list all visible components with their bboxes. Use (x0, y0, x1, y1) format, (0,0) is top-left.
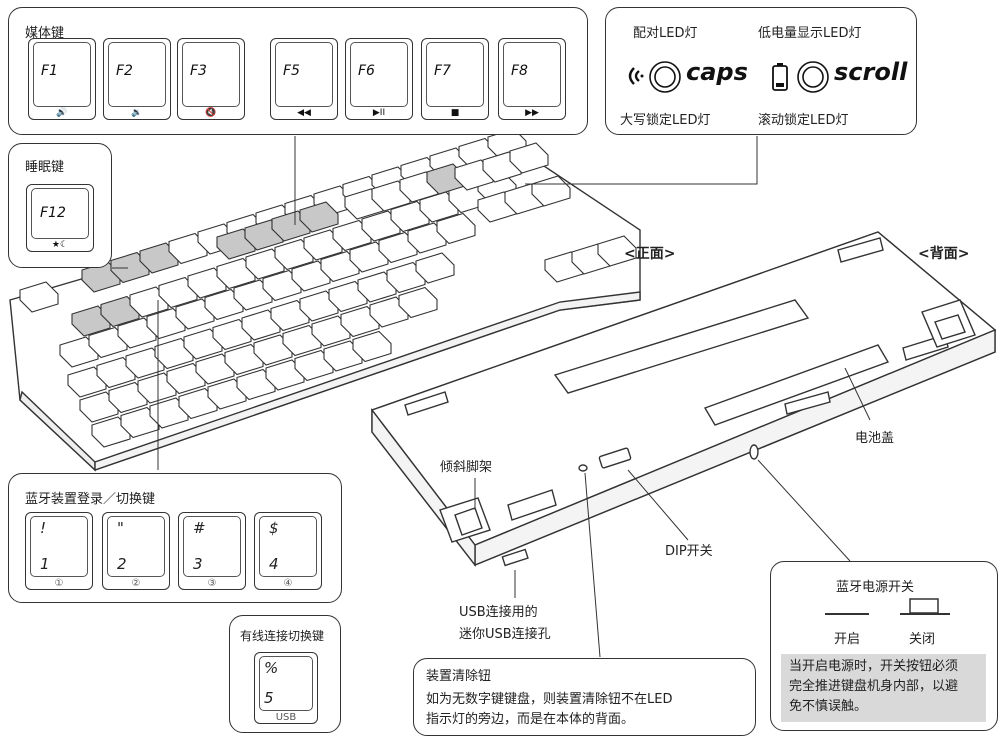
switch-on-icon (825, 613, 869, 615)
media-key-icon: ▶II (372, 108, 386, 118)
battery-icon (772, 63, 788, 91)
switch-off-label: 关闭 (909, 632, 936, 647)
pairing-led-label: 配对LED灯 (633, 26, 698, 41)
back-label: <背面> (918, 246, 970, 262)
sleep-key-title: 睡眠键 (25, 160, 65, 175)
media-key-label: F3 (190, 63, 207, 79)
nav-keycap (597, 235, 637, 267)
usb-port-label-1: USB连接用的 (459, 605, 538, 620)
bluetooth-key-bottom: 4 (269, 555, 279, 573)
media-key-f6: F6 ▶II (345, 38, 413, 120)
media-key-icon: 🔇 (205, 108, 217, 118)
wired-key-bottom: 5 (264, 689, 274, 707)
caps-led-circle-icon (649, 61, 681, 93)
bluetooth-key-top: # (193, 519, 206, 537)
wired-switch-title: 有线连接切换键 (240, 629, 325, 643)
function-keycap (19, 281, 59, 313)
reset-title: 装置清除钮 (426, 669, 492, 684)
caps-text: caps (686, 58, 748, 86)
low-battery-led-label: 低电量显示LED灯 (758, 26, 862, 41)
reset-button-callout: 装置清除钮 如为无数字键键盘，则装置清除钮不在LED 指示灯的旁边，而是在本体的… (413, 658, 756, 736)
media-key-label: F5 (283, 63, 300, 79)
bluetooth-key-top: ! (40, 519, 47, 537)
media-key-f2: F2 🔉 (103, 38, 171, 120)
battery-cover-label: 电池盖 (855, 431, 895, 446)
media-key-f8: F8 ▶▶ (498, 38, 566, 120)
power-note-2: 完全推进键盘机身内部，以避 (789, 679, 959, 694)
bluetooth-switch-title: 蓝牙装置登录／切换键 (25, 492, 156, 507)
wireless-icon (628, 67, 644, 85)
back-keyboard (370, 231, 997, 568)
media-key-icon: ■ (450, 108, 460, 118)
usb-label: USB (275, 712, 297, 723)
reset-line-1: 如为无数字键键盘，则装置清除钮不在LED (426, 692, 673, 707)
bluetooth-key-top: " (117, 519, 124, 537)
media-key-label: F7 (434, 63, 451, 79)
front-keycap (352, 330, 392, 363)
sleep-key: F12 ★☾ (26, 184, 94, 252)
led-callout: 配对LED灯 低电量显示LED灯 大写锁定LED灯 滚动锁定LED灯 caps … (605, 7, 917, 135)
media-key-icon: ◀◀ (297, 108, 311, 118)
sleep-key-callout: 睡眠键 F12 ★☾ (8, 143, 112, 268)
media-key-label: F1 (41, 63, 58, 79)
power-note-3: 免不慎误触。 (789, 699, 868, 714)
tilt-stand-label: 倾斜脚架 (440, 460, 493, 475)
function-keycap (299, 201, 339, 233)
wired-key-top: % (264, 659, 279, 677)
front-keycap (415, 252, 455, 284)
media-key-label: F2 (116, 63, 133, 79)
front-keys (19, 128, 637, 448)
bluetooth-key-number: ④ (283, 578, 293, 589)
bluetooth-key-number: ② (131, 578, 141, 589)
leader-lines (112, 136, 871, 658)
switch-on-label: 开启 (834, 632, 861, 647)
scroll-lock-led-label: 滚动锁定LED灯 (758, 113, 849, 128)
caps-lock-led-label: 大写锁定LED灯 (620, 113, 711, 128)
sleep-moon-icon: ★☾ (51, 240, 69, 250)
reset-line-2: 指示灯的旁边，而是在本体的背面。 (426, 712, 635, 727)
bluetooth-key-top: $ (269, 519, 279, 537)
wired-switch-callout: 有线连接切换键 % 5 USB (229, 615, 341, 733)
media-key-label: F8 (511, 63, 528, 79)
bluetooth-key-bottom: 3 (193, 555, 203, 573)
media-key-icon: 🔊 (56, 108, 68, 118)
switch-off-icon (900, 598, 950, 615)
wired-key: % 5 USB (254, 652, 318, 724)
nav-keycap (509, 142, 549, 174)
bluetooth-key-number: ① (54, 578, 64, 589)
bluetooth-key-bottom: 2 (117, 555, 127, 573)
dip-switch-label: DIP开关 (665, 544, 713, 559)
power-switch-callout: 蓝牙电源开关 开启 关闭 当开启电源时，开关按钮必须 完全推进键盘机身内部，以避… (770, 561, 998, 731)
media-key-icon: ▶▶ (525, 108, 539, 118)
media-key-f7: F7 ■ (421, 38, 489, 120)
sleep-key-label: F12 (40, 205, 66, 221)
scroll-text: scroll (834, 58, 908, 86)
media-key-f3: F3 🔇 (177, 38, 245, 120)
media-key-f5: F5 ◀◀ (270, 38, 338, 120)
usb-port-label-2: 迷你USB连接孔 (459, 627, 551, 642)
media-key-icon: 🔉 (131, 108, 143, 118)
front-keycap (436, 212, 476, 245)
power-switch-title: 蓝牙电源开关 (836, 580, 915, 595)
bluetooth-key-number: ③ (207, 578, 217, 589)
media-key-f1: F1 🔊 (28, 38, 96, 120)
media-key-label: F6 (358, 63, 375, 79)
front-label: <正面> (624, 246, 676, 262)
power-note-1: 当开启电源时，开关按钮必须 (789, 659, 959, 674)
scroll-led-circle-icon (797, 61, 829, 93)
front-keycap (398, 286, 438, 319)
bluetooth-key-bottom: 1 (40, 555, 50, 573)
power-note: 当开启电源时，开关按钮必须 完全推进键盘机身内部，以避 免不慎误触。 (781, 654, 986, 722)
media-keys-title: 媒体键 (25, 26, 65, 41)
